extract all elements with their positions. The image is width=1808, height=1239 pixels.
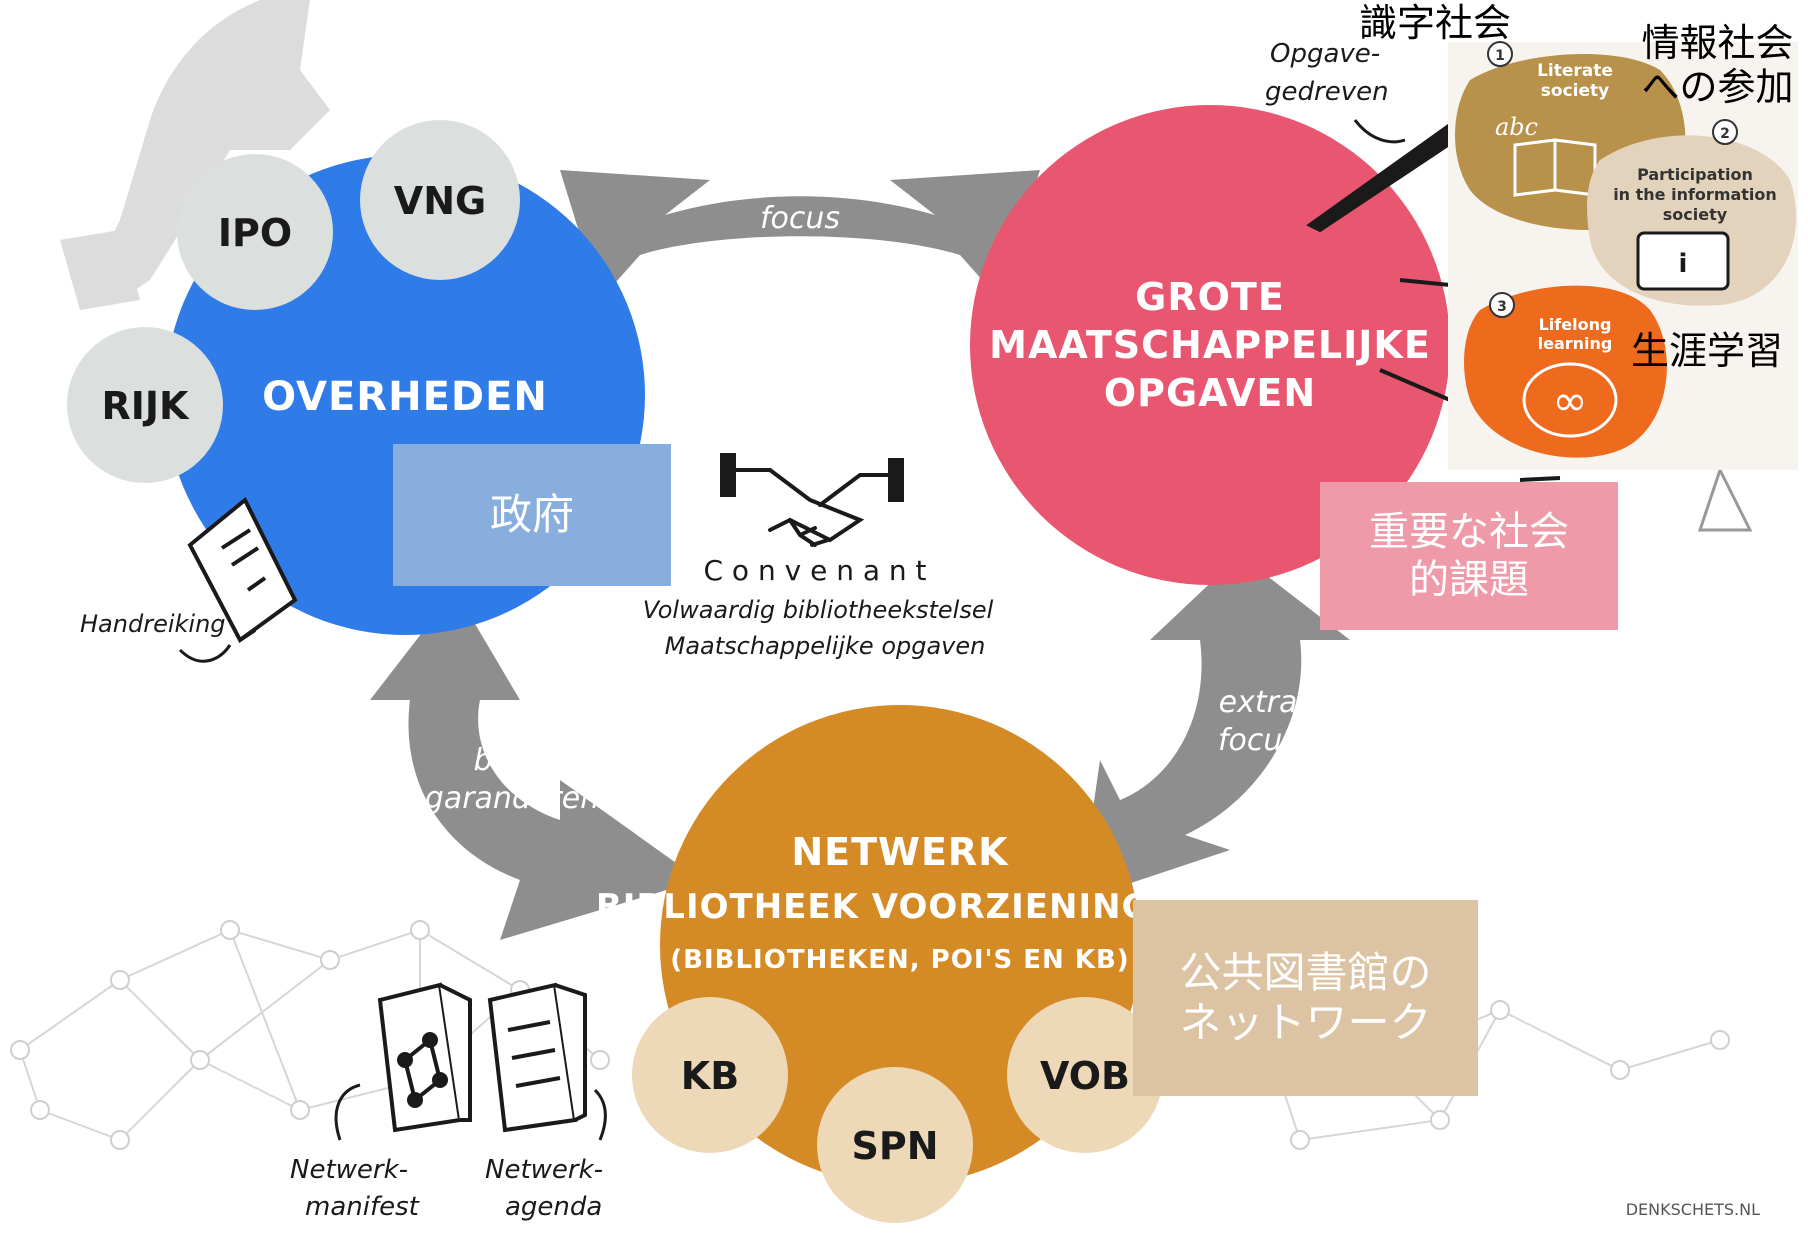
netwerk-manifest-line2: manifest [305,1192,420,1222]
library-translation-box: 公共図書館の ネットワーク [1133,900,1478,1096]
theme-connector-lines [1306,121,1561,482]
gov-partner-ipo-label: IPO [218,211,292,255]
arrow-extra-focus: extra focus [1080,555,1350,900]
opgave-arrow-icon [1353,119,1406,144]
netherlands-map-icon [60,0,330,310]
theme-participation-glyph: i [1679,249,1688,279]
gov-partner-vng-label: VNG [394,179,486,223]
lifelong-translation: 生涯学習 [1630,329,1783,373]
scale-icon [1697,466,1753,532]
opgave-line2: gedreven [1265,77,1389,107]
theme-lifelong-line2: learning [1538,334,1613,353]
theme-lifelong-num: 3 [1497,299,1507,315]
participation-translation: 情報社会 への参加 [1630,21,1805,109]
netwerk-line1: NETWERK [791,830,1009,874]
library-partner-spn-label: SPN [851,1124,938,1168]
arrow-left-line1: basis [473,743,550,778]
theme-participation-line1: Participation [1637,165,1753,184]
brain-icon [1522,362,1618,438]
library-partner-spn: SPN [817,1067,973,1223]
netwerk-manifest-line1: Netwerk- [290,1155,408,1185]
handreiking-label: Handreiking [80,610,226,638]
credit-label: DENKSCHETS.NL [1626,1200,1760,1219]
handshake-icon [720,453,904,547]
arrow-right-line1: extra [1219,685,1298,720]
arrow-basis-garanderen: basis garanderen [370,590,700,940]
arrow-left-line2: garanderen [425,781,599,816]
arrow-right-line2: focus [1218,723,1298,758]
literate-translation: 識字社会 [1358,1,1511,45]
arrow-top-line2: faciliteren [725,239,875,274]
manifest-arrow-icon [334,1083,361,1141]
gov-partner-vng: VNG [360,120,520,280]
library-partner-vob: VOB [1007,997,1163,1153]
library-translation-line2: ネットワーク [1179,998,1432,1047]
participation-translation-line1: 情報社会 [1641,21,1794,65]
social-translation-line2: 的課題 [1409,557,1529,603]
grote-line1: GROTE [1135,275,1285,319]
gov-partner-rijk: RIJK [67,327,223,483]
netwerk-line2: BIBLIOTHEEK VOORZIENINGEN [596,887,1204,927]
grote-line2: MAATSCHAPPELIJKE [989,323,1431,367]
gov-translation-text: 政府 [489,489,574,539]
theme-participation-line3: society [1663,205,1728,224]
theme-participation: 2 Participation in the information socie… [1587,119,1797,306]
social-translation-line1: 重要な社会 [1369,509,1569,555]
theme-literate-glyph: abc [1495,113,1538,141]
gov-partner-rijk-label: RIJK [102,384,191,428]
theme-participation-line2: in the information [1613,185,1777,204]
netwerk-agenda-line2: agenda [505,1192,602,1222]
library-translation-line1: 公共図書館の [1179,947,1432,997]
theme-participation-num: 2 [1720,126,1730,142]
theme-lifelong-line1: Lifelong [1539,315,1612,334]
opgave-line1: Opgave- [1270,39,1380,69]
arrow-top-line1: focus [760,201,840,236]
participation-translation-line2: への参加 [1641,64,1794,109]
social-translation-box: 重要な社会 的課題 [1320,482,1618,630]
agenda-booklet-icon [487,982,587,1133]
theme-lifelong: 3 Lifelong learning ∞ [1464,285,1667,458]
convenant-title: C o n v e n a n t [703,554,926,587]
library-partner-vob-label: VOB [1040,1054,1130,1098]
library-partner-kb: KB [632,997,788,1153]
agenda-arrow-icon [593,1088,607,1141]
overheden-label: OVERHEDEN [262,374,548,420]
booklet-icon [187,496,298,643]
netwerk-agenda-line1: Netwerk- [485,1155,603,1185]
theme-literate-num: 1 [1495,48,1505,64]
gov-partner-ipo: IPO [177,154,333,310]
theme-literate-line1: Literate [1537,61,1613,81]
theme-lifelong-glyph: ∞ [1553,376,1588,425]
arrow-focus-faciliteren: focus faciliteren [560,170,1040,300]
gov-translation-box: 政府 [393,444,671,586]
theme-literate-line2: society [1541,81,1609,101]
grote-line3: OPGAVEN [1104,371,1316,415]
themes-panel: 1 Literate society abc 2 Participation i… [1448,41,1798,470]
manifest-booklet-icon [377,982,472,1133]
netwerk-line3: (BIBLIOTHEKEN, POI'S EN KB) [670,945,1129,975]
convenant-line2: Maatschappelijke opgaven [665,632,986,660]
convenant-line1: Volwaardig bibliotheekstelsel [643,596,994,624]
handreiking-arrow-icon [178,644,232,663]
tablet-icon [1636,231,1730,291]
library-partner-kb-label: KB [681,1054,739,1098]
